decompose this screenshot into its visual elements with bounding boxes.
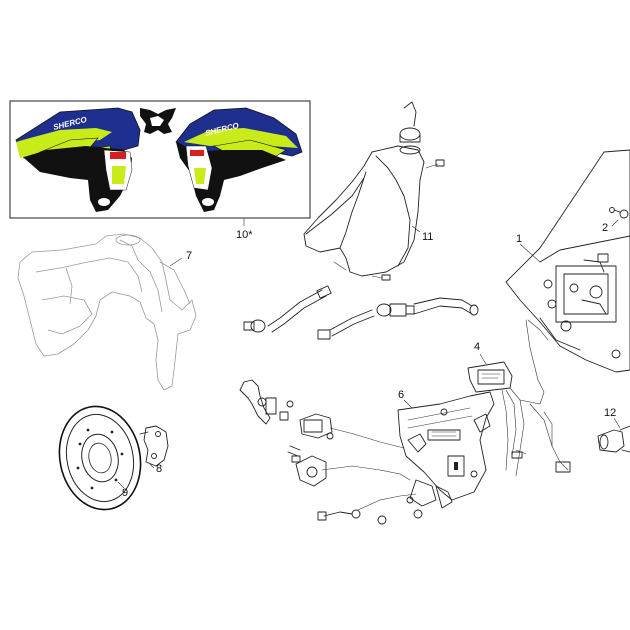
- label-10[interactable]: 10*: [236, 229, 253, 241]
- label-11[interactable]: 11: [422, 231, 433, 243]
- support-bracket-part-6[interactable]: 6: [397, 389, 495, 509]
- left-shroud-decal[interactable]: SHERCO: [15, 107, 141, 212]
- bolt-part-2[interactable]: 2: [602, 207, 629, 235]
- label-8[interactable]: 8: [156, 463, 162, 475]
- handlebar-switches[interactable]: [239, 379, 423, 525]
- fuel-hose-assembly[interactable]: [243, 285, 479, 340]
- label-12[interactable]: 12: [604, 407, 616, 419]
- decal-kit-group[interactable]: SHERCO SHERCO 10*: [9, 100, 311, 241]
- label-7[interactable]: 7: [186, 250, 192, 262]
- fuel-tank-part-11[interactable]: 11: [303, 101, 445, 281]
- ghost-frame-part-7[interactable]: 7: [17, 233, 197, 391]
- label-6[interactable]: 6: [398, 389, 404, 401]
- label-4[interactable]: 4: [474, 341, 480, 353]
- right-shroud-decal[interactable]: SHERCO: [175, 107, 303, 212]
- headlight-mask-part-1[interactable]: 1: [505, 149, 630, 373]
- handguard-part-12[interactable]: 12: [597, 407, 630, 453]
- label-9[interactable]: 9: [122, 487, 128, 499]
- label-1[interactable]: 1: [516, 233, 522, 245]
- brake-disc-part-9[interactable]: 9: [50, 399, 150, 517]
- caliper-bracket-part-8[interactable]: 8: [139, 425, 169, 475]
- meter-part-4[interactable]: 4: [467, 341, 513, 393]
- label-2[interactable]: 2: [602, 222, 608, 234]
- wiring-harness[interactable]: [321, 319, 571, 511]
